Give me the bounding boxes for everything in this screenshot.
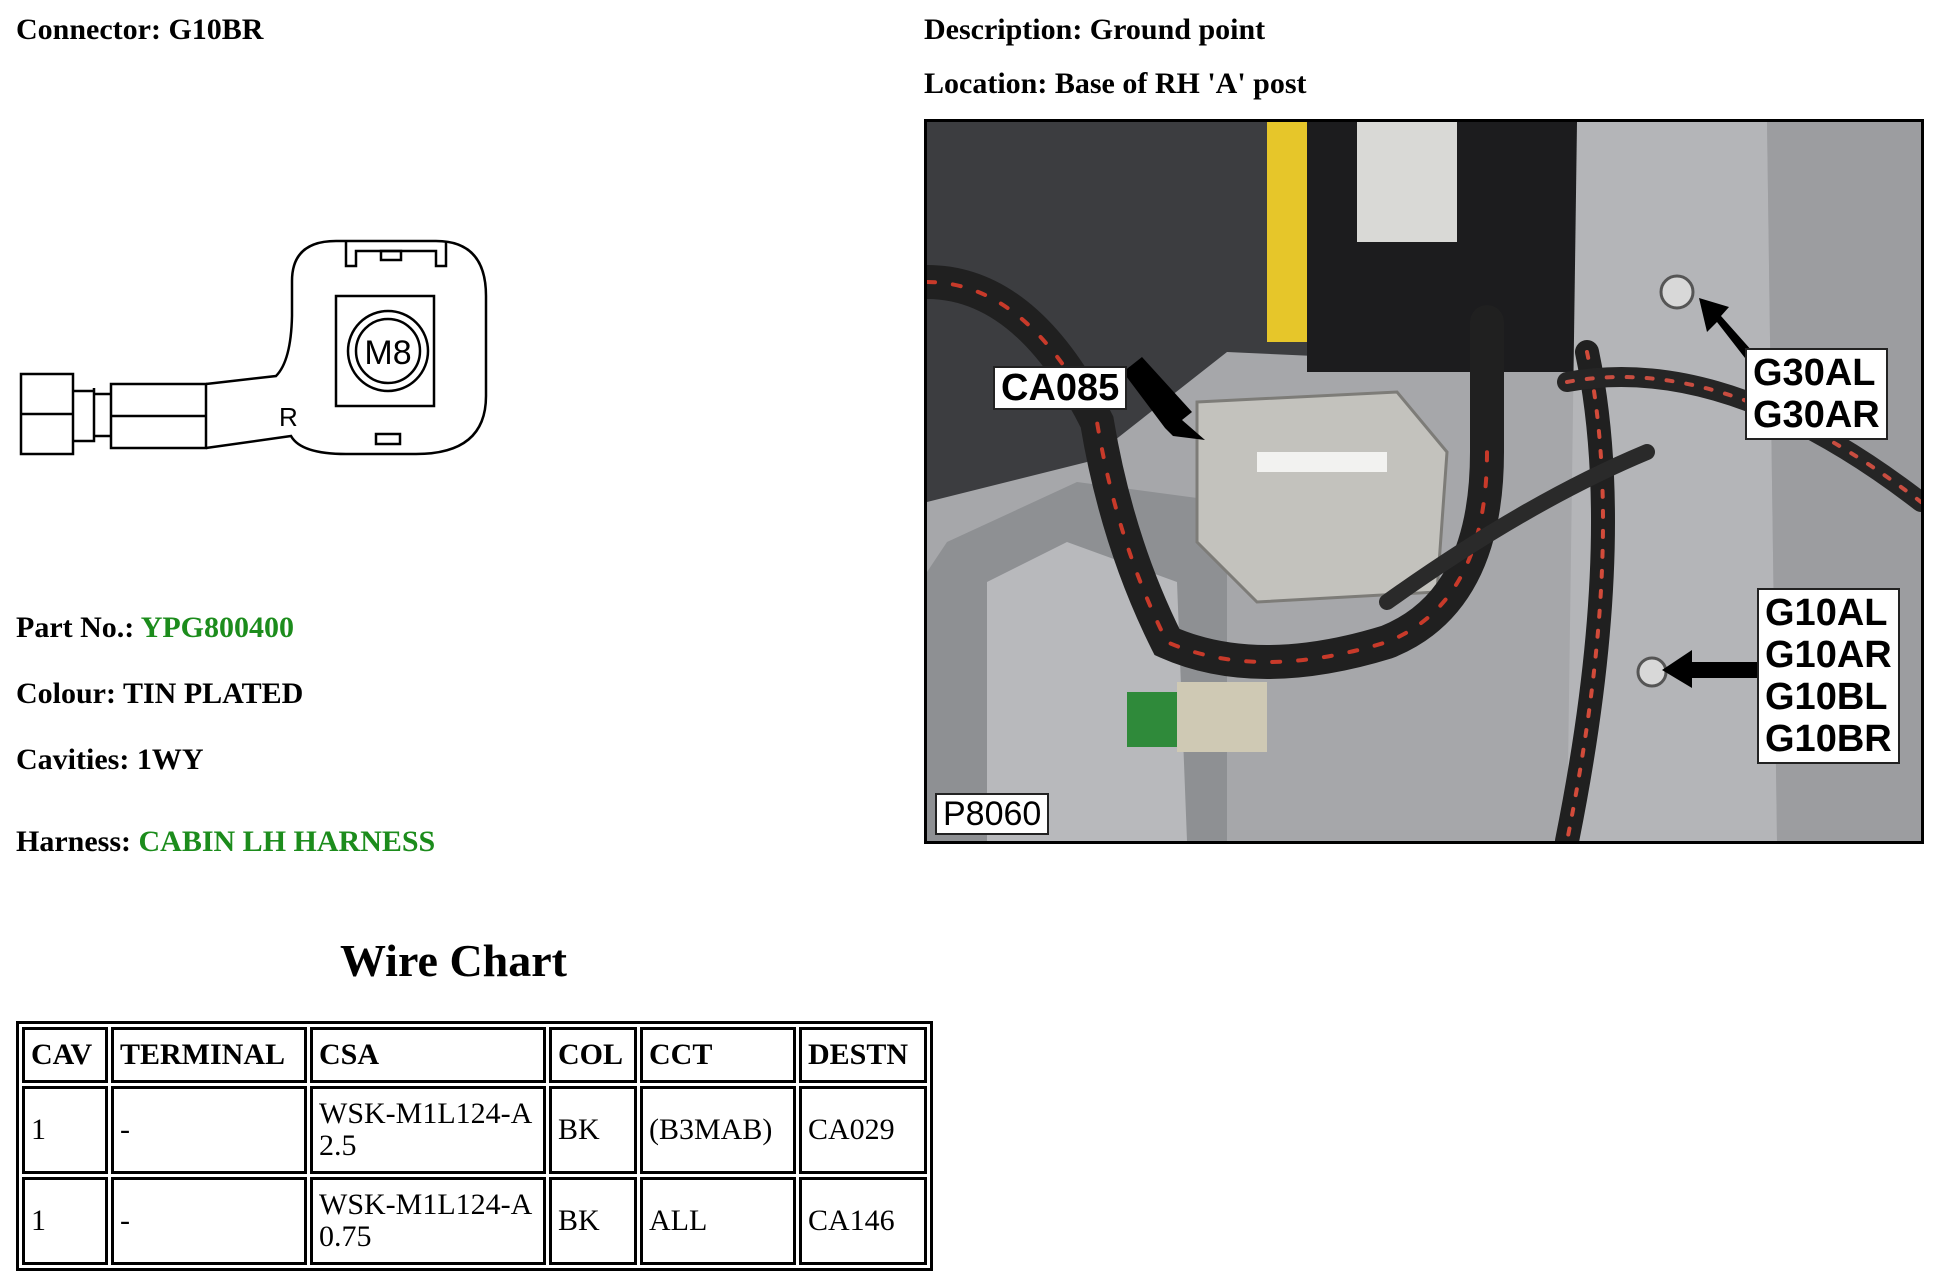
colour-value: TIN PLATED xyxy=(122,677,304,710)
cell-csa: WSK-M1L124-A 2.5 xyxy=(310,1086,546,1174)
col-csa: CSA xyxy=(310,1027,546,1083)
part-number-row: Part No.: YPG800400 xyxy=(16,611,295,644)
part-number-link[interactable]: YPG800400 xyxy=(140,611,295,644)
table-row: 1 - WSK-M1L124-A 2.5 BK (B3MAB) CA029 xyxy=(22,1086,927,1174)
callout-g30: G30AL G30AR xyxy=(1745,348,1888,440)
cell-cav: 1 xyxy=(22,1086,108,1174)
cavities-value: 1WY xyxy=(136,743,204,776)
col-cav: CAV xyxy=(22,1027,108,1083)
cell-cct: (B3MAB) xyxy=(640,1086,796,1174)
connector-label: Connector: G10BR xyxy=(16,13,264,46)
cell-col: BK xyxy=(549,1086,637,1174)
table-header-row: CAV TERMINAL CSA COL CCT DESTN xyxy=(22,1027,927,1083)
location-label: Location: Base of RH 'A' post xyxy=(924,67,1307,100)
side-marker-label: R xyxy=(279,402,298,432)
description-label: Description: Ground point xyxy=(924,13,1266,46)
location-photo: CA085 G30AL G30AR G10AL G10AR G10BL G10B… xyxy=(924,119,1924,844)
cell-col: BK xyxy=(549,1177,637,1265)
connector-terminal-drawing: M8 R xyxy=(16,236,496,471)
cavities-row: Cavities: 1WY xyxy=(16,743,204,776)
harness-row: Harness: CABIN LH HARNESS xyxy=(16,825,436,858)
cell-cav: 1 xyxy=(22,1177,108,1265)
callout-ca085: CA085 xyxy=(993,366,1128,410)
wire-chart-table: CAV TERMINAL CSA COL CCT DESTN 1 - WSK-M… xyxy=(16,1021,933,1271)
harness-link[interactable]: CABIN LH HARNESS xyxy=(138,825,436,858)
table-row: 1 - WSK-M1L124-A 0.75 BK ALL CA146 xyxy=(22,1177,927,1265)
col-destn: DESTN xyxy=(799,1027,927,1083)
cell-csa: WSK-M1L124-A 0.75 xyxy=(310,1177,546,1265)
photo-reference: P8060 xyxy=(935,793,1050,835)
cell-terminal: - xyxy=(111,1086,307,1174)
stud-size-label: M8 xyxy=(364,334,411,372)
colour-row: Colour: TIN PLATED xyxy=(16,677,304,710)
cell-cct: ALL xyxy=(640,1177,796,1265)
wire-chart-title: Wire Chart xyxy=(340,935,567,986)
cell-destn: CA029 xyxy=(799,1086,927,1174)
col-cct: CCT xyxy=(640,1027,796,1083)
callout-g10: G10AL G10AR G10BL G10BR xyxy=(1757,588,1900,764)
col-col: COL xyxy=(549,1027,637,1083)
cell-destn: CA146 xyxy=(799,1177,927,1265)
cell-terminal: - xyxy=(111,1177,307,1265)
col-terminal: TERMINAL xyxy=(111,1027,307,1083)
